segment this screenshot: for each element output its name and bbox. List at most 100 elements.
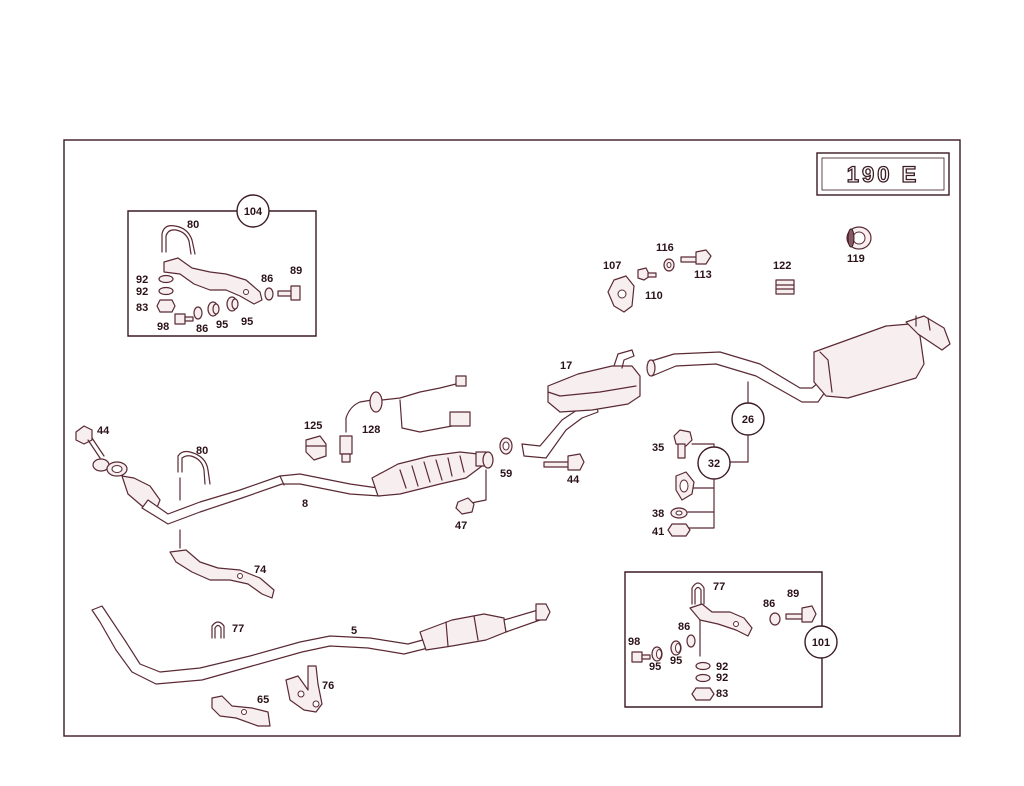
lambda-sensor-128: 128 <box>339 375 471 463</box>
label-86b: 86 <box>261 273 273 285</box>
nut-41: 41 <box>652 523 691 538</box>
label-83: 83 <box>136 302 148 314</box>
label-32: 32 <box>708 458 720 470</box>
label-92a: 92 <box>136 274 148 286</box>
bolt-110: 110 <box>637 267 663 302</box>
rear-muffler <box>813 315 951 399</box>
rubber-mount-122: 122 <box>773 260 795 295</box>
bolt-113: 113 <box>680 249 712 281</box>
bolt-44-left: 44 <box>75 425 110 459</box>
label-95a-kit101: 95 <box>649 661 661 673</box>
kit-101-number: 101 <box>812 637 830 649</box>
label-86b-kit101: 86 <box>678 621 690 633</box>
label-122: 122 <box>773 260 791 272</box>
clamp-32-part <box>675 471 695 501</box>
label-98: 98 <box>157 321 169 333</box>
rubber-ring-119: 119 <box>846 226 872 265</box>
u-bolt-80 <box>161 225 196 255</box>
nut-47: 47 <box>455 497 475 532</box>
label-92b-kit101: 92 <box>716 672 728 684</box>
bracket-74: 74 <box>169 529 275 599</box>
clamp-59: 59 <box>499 437 513 480</box>
u-bolt-80-middle: 80 <box>177 445 211 485</box>
bolt-89-shaft <box>277 290 293 297</box>
bolt-98-head <box>174 313 186 325</box>
label-83-kit101: 83 <box>716 688 728 700</box>
model-badge: 190 E <box>816 152 950 196</box>
label-26: 26 <box>742 414 754 426</box>
rear-pipe <box>646 351 833 403</box>
bracket-76: 76 <box>285 665 334 713</box>
label-17: 17 <box>560 360 572 372</box>
label-77: 77 <box>232 623 244 635</box>
label-44-left: 44 <box>97 425 110 437</box>
kit-104-box: 104 80 92 92 83 98 86 95 95 86 89 <box>127 194 317 337</box>
diagram-frame <box>63 139 961 737</box>
leader-26-32 <box>729 434 749 463</box>
label-86a-kit101: 86 <box>763 598 775 610</box>
rubber-95b-inner <box>231 298 239 310</box>
bolt-98-shaft <box>184 316 194 322</box>
label-89-kit101: 89 <box>787 588 799 600</box>
pipe-5: 5 <box>91 603 551 685</box>
kit-101-frame <box>624 571 823 708</box>
label-41: 41 <box>652 526 664 538</box>
label-125: 125 <box>304 420 322 432</box>
washer-92a <box>158 274 174 284</box>
middle-muffler-17: 17 <box>521 349 641 459</box>
label-80-kit104: 80 <box>187 219 199 231</box>
hanger-107: 107 <box>603 260 635 313</box>
label-95b: 95 <box>241 316 253 328</box>
label-35: 35 <box>652 442 664 454</box>
washer-92b <box>158 286 174 296</box>
label-92b: 92 <box>136 286 148 298</box>
model-badge-text: 190 E <box>847 162 920 187</box>
kit-104-number: 104 <box>244 206 263 218</box>
kit-104-callout <box>236 194 270 228</box>
bracket-65: 65 <box>211 694 271 727</box>
nut-83 <box>156 299 176 313</box>
sensor-125: 125 <box>304 420 327 461</box>
washer-116: 116 <box>656 242 675 272</box>
bolt-44-right: 44 <box>543 453 585 486</box>
u-bolt-80-inner <box>165 229 192 255</box>
rubber-95a-inner <box>212 303 220 315</box>
label-74: 74 <box>254 564 267 576</box>
pipe-8-joint <box>279 475 285 486</box>
kit-101-box: 101 77 86 89 98 95 95 86 92 92 83 <box>624 571 838 708</box>
label-44-right: 44 <box>567 474 580 486</box>
label-86a: 86 <box>196 323 208 335</box>
label-113: 113 <box>694 269 712 281</box>
washer-38: 38 <box>652 507 688 520</box>
washer-86a <box>193 306 203 320</box>
label-98-kit101: 98 <box>628 636 640 648</box>
label-8: 8 <box>302 498 308 510</box>
label-95b-kit101: 95 <box>670 655 682 667</box>
label-92a-kit101: 92 <box>716 661 728 673</box>
label-38: 38 <box>652 508 664 520</box>
bracket-hole <box>243 289 249 295</box>
label-119: 119 <box>847 253 865 265</box>
catalytic-converter <box>371 451 494 497</box>
label-89: 89 <box>290 265 302 277</box>
label-77-kit101: 77 <box>713 581 725 593</box>
label-116: 116 <box>656 242 674 254</box>
label-128: 128 <box>362 424 380 436</box>
bracket-kit104 <box>163 257 263 305</box>
u-bolt-77: 77 <box>211 621 244 639</box>
label-47: 47 <box>455 520 467 532</box>
label-110: 110 <box>645 290 663 302</box>
label-95a: 95 <box>216 319 228 331</box>
leaders-32 <box>687 443 715 529</box>
washer-86b <box>264 287 274 301</box>
pipe-8 <box>141 473 381 525</box>
bolt-35: 35 <box>652 429 693 459</box>
label-65: 65 <box>257 694 269 706</box>
label-76: 76 <box>322 680 334 692</box>
kit-101-callout <box>804 625 838 659</box>
label-5: 5 <box>351 625 357 637</box>
label-80: 80 <box>196 445 208 457</box>
label-59: 59 <box>500 468 512 480</box>
kit-104-frame <box>127 210 317 337</box>
